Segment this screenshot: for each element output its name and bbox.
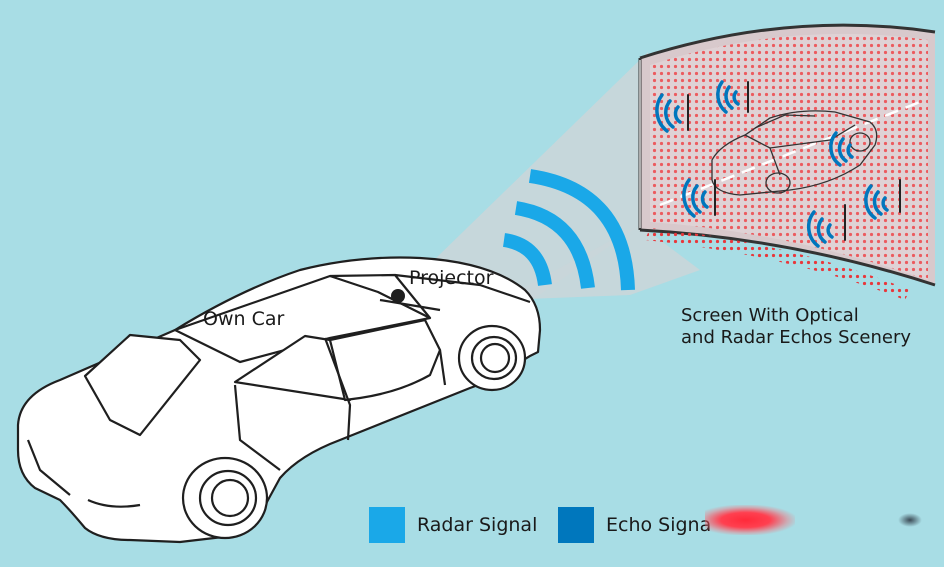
screen-label-line1: Screen With Optical — [681, 305, 859, 326]
legend-swatch-echo — [558, 507, 594, 543]
screen-road-line — [659, 98, 926, 207]
legend-label-radar: Radar Signal — [417, 514, 538, 536]
echo-icon-3 — [829, 131, 854, 167]
radar-waves-icon — [502, 169, 635, 291]
target-car-icon — [711, 110, 878, 196]
watermark-smudge — [705, 505, 795, 535]
own-car-icon — [16, 256, 542, 544]
echo-icon-1 — [655, 93, 682, 133]
legend-swatch-radar — [369, 507, 405, 543]
screen-label: Screen With Optical and Radar Echos Scen… — [681, 305, 911, 349]
echo-icon-6 — [864, 184, 889, 220]
projector-dot-icon — [391, 289, 405, 303]
echo-waves-icons — [655, 80, 901, 248]
legend-label-echo: Echo Signa — [606, 514, 712, 536]
own-car-label: Own Car — [203, 308, 285, 330]
echo-icon-4 — [682, 178, 709, 218]
screen-label-line2: and Radar Echos Scenery — [681, 327, 912, 348]
echo-icon-2 — [716, 80, 740, 114]
legend-item-radar: Radar Signal — [369, 507, 537, 543]
projector-label: Projector — [409, 267, 494, 289]
echo-icon-5 — [806, 210, 834, 248]
projection-beam — [397, 52, 648, 300]
watermark-smudge-dark — [898, 513, 922, 527]
legend-item-echo: Echo Signa — [558, 507, 711, 543]
